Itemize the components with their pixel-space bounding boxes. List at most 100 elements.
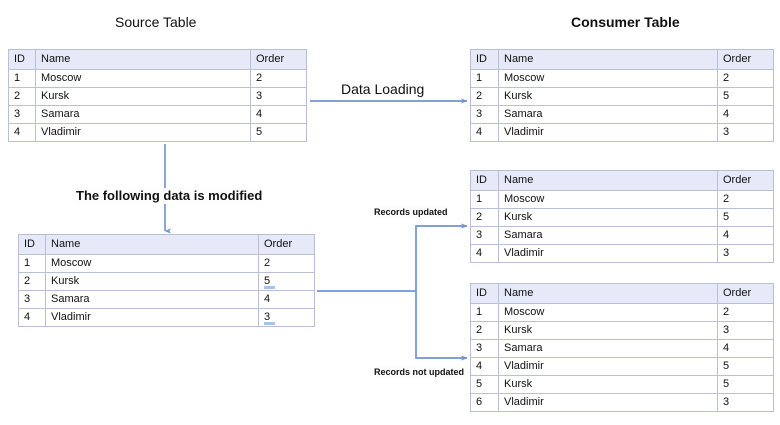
- column-header-id: ID: [470, 283, 499, 304]
- cell-name: Kursk: [498, 321, 718, 340]
- cell-id: 5: [470, 375, 499, 394]
- cell-name: Moscow: [35, 69, 251, 88]
- column-header-id: ID: [470, 49, 499, 70]
- cell-id: 1: [470, 69, 499, 88]
- column-header-order: Order: [258, 234, 315, 255]
- page-title-consumer: Consumer Table: [571, 14, 680, 30]
- cell-id: 1: [470, 303, 499, 322]
- column-header-order: Order: [717, 283, 774, 304]
- arrow-records-not-updated: [415, 291, 468, 361]
- cell-order: 3: [717, 123, 774, 142]
- cell-name: Vladimir: [45, 308, 259, 327]
- cell-order: 4: [717, 339, 774, 358]
- cell-order: 2: [250, 69, 307, 88]
- column-header-order: Order: [717, 49, 774, 70]
- cell-id: 3: [8, 105, 36, 124]
- cell-order-modified: 5: [258, 272, 315, 291]
- cell-order: 3: [717, 321, 774, 340]
- label-records-updated: Records updated: [374, 206, 448, 218]
- cell-name: Kursk: [498, 208, 718, 227]
- column-header-name: Name: [35, 49, 251, 70]
- cell-name: Vladimir: [498, 123, 718, 142]
- cell-order: 4: [258, 290, 315, 309]
- cell-order: 3: [717, 244, 774, 263]
- cell-order: 4: [250, 105, 307, 124]
- label-data-loading: Data Loading: [341, 81, 425, 98]
- cell-order: 4: [717, 226, 774, 245]
- cell-order: 5: [717, 87, 774, 106]
- modified-underline-marker: [264, 322, 275, 325]
- cell-id: 3: [470, 226, 499, 245]
- cell-order-modified: 3: [258, 308, 315, 327]
- cell-order: 5: [717, 375, 774, 394]
- cell-id: 6: [470, 393, 499, 412]
- cell-id: 2: [470, 87, 499, 106]
- cell-order: 5: [717, 357, 774, 376]
- label-records-not-updated: Records not updated: [374, 366, 465, 378]
- cell-name: Vladimir: [35, 123, 251, 142]
- arrow-records-updated: [415, 223, 468, 291]
- cell-name: Vladimir: [498, 244, 718, 263]
- cell-order: 2: [717, 69, 774, 88]
- cell-name: Samara: [498, 105, 718, 124]
- cell-name: Kursk: [35, 87, 251, 106]
- cell-order: 3: [717, 393, 774, 412]
- cell-name: Vladimir: [498, 393, 718, 412]
- cell-id: 1: [470, 190, 499, 209]
- cell-name: Moscow: [498, 303, 718, 322]
- column-header-id: ID: [18, 234, 46, 255]
- cell-name: Samara: [498, 339, 718, 358]
- cell-name: Moscow: [45, 254, 259, 273]
- column-header-name: Name: [498, 283, 718, 304]
- column-header-name: Name: [498, 49, 718, 70]
- cell-name: Moscow: [498, 69, 718, 88]
- column-header-name: Name: [45, 234, 259, 255]
- cell-id: 4: [8, 123, 36, 142]
- cell-order: 5: [717, 208, 774, 227]
- cell-name: Kursk: [45, 272, 259, 291]
- cell-id: 2: [18, 272, 46, 291]
- cell-id: 2: [470, 208, 499, 227]
- cell-name: Kursk: [498, 375, 718, 394]
- cell-id: 3: [470, 105, 499, 124]
- modified-underline-marker: [264, 286, 275, 289]
- column-header-order: Order: [717, 170, 774, 191]
- cell-id: 4: [18, 308, 46, 327]
- column-header-id: ID: [470, 170, 499, 191]
- column-header-order: Order: [250, 49, 307, 70]
- cell-order: 3: [250, 87, 307, 106]
- cell-id: 2: [470, 321, 499, 340]
- cell-name: Samara: [45, 290, 259, 309]
- cell-id: 4: [470, 244, 499, 263]
- column-header-name: Name: [498, 170, 718, 191]
- cell-order: 2: [258, 254, 315, 273]
- cell-name: Samara: [35, 105, 251, 124]
- cell-name: Samara: [498, 226, 718, 245]
